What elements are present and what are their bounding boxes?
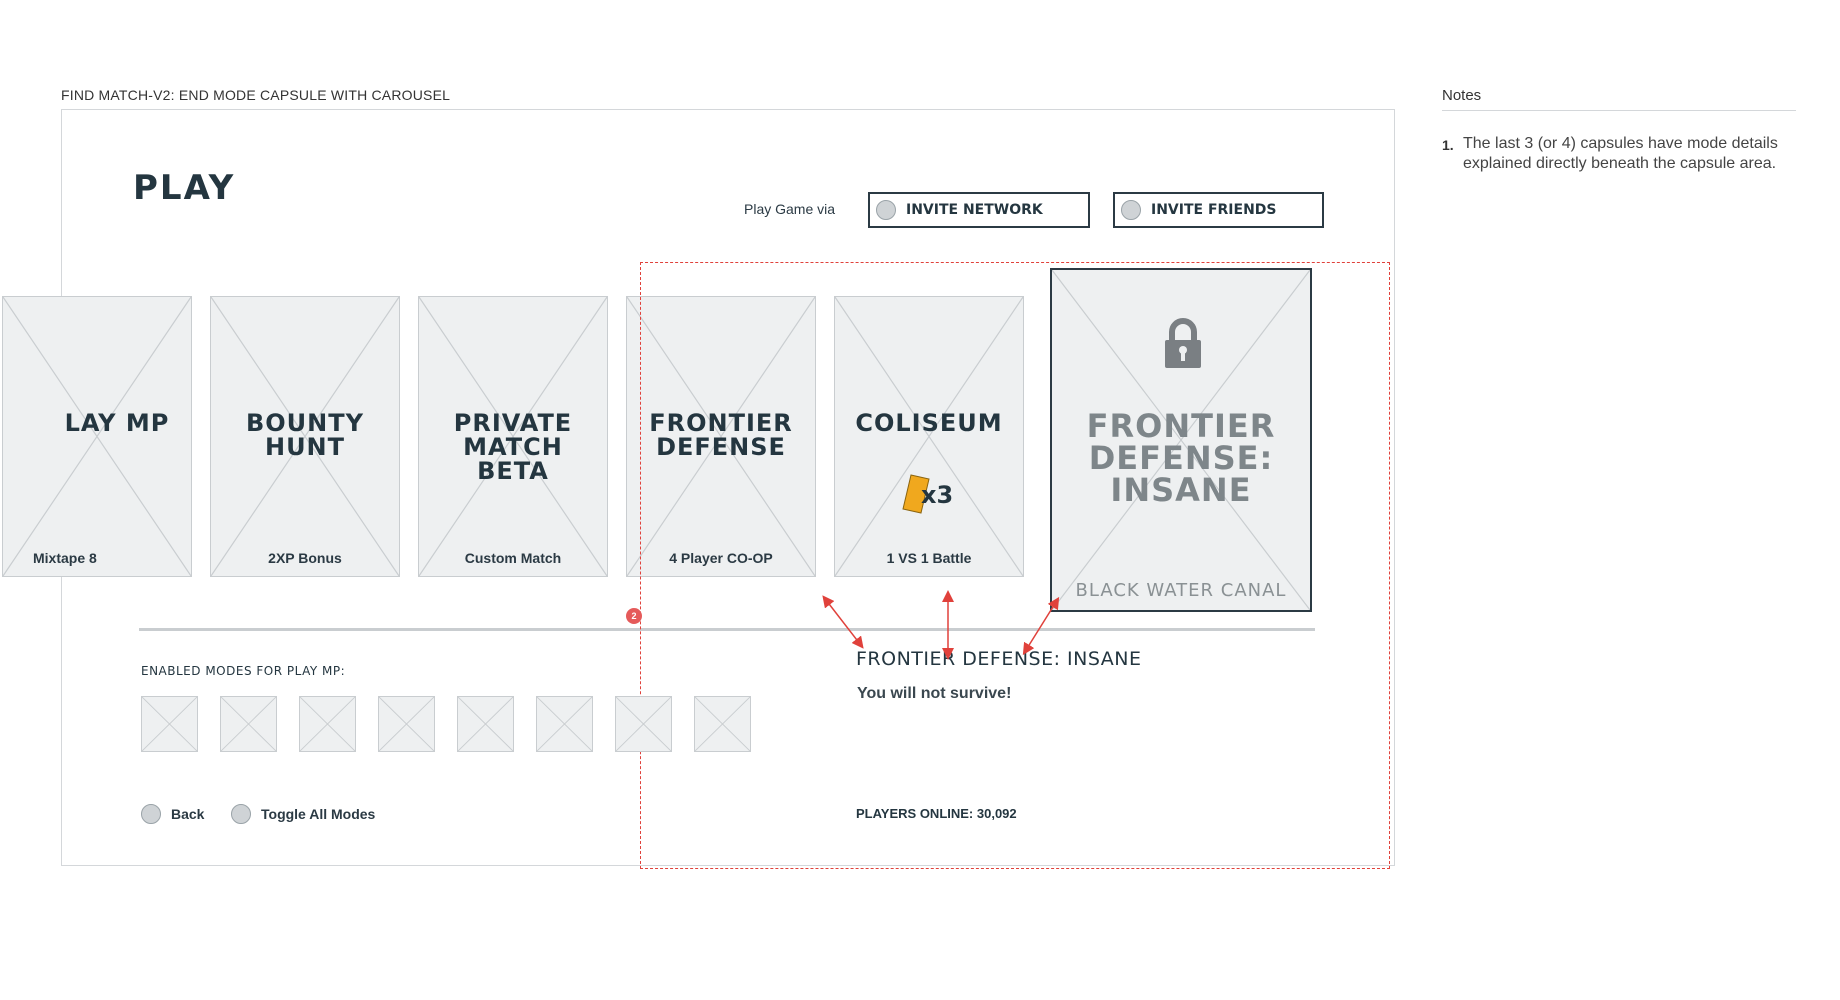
capsule-title: FRONTIER DEFENSE: INSANE (1086, 407, 1276, 509)
lock-icon (1165, 318, 1201, 368)
radio-icon (231, 804, 251, 824)
capsule-subtitle: 1 VS 1 Battle (886, 550, 972, 566)
mode-capsule-bounty-hunt[interactable]: BOUNTY HUNT 2XP Bonus (210, 296, 400, 577)
placeholder-x-icon (3, 297, 191, 576)
placeholder-x-icon (221, 697, 276, 751)
mode-thumbnail[interactable] (378, 696, 435, 752)
enabled-modes-label: ENABLED MODES FOR PLAY MP: (141, 664, 346, 678)
page-title: PLAY (133, 168, 236, 208)
ticket-icon (902, 474, 930, 514)
mode-thumbnail[interactable] (299, 696, 356, 752)
mode-capsule-frontier-defense[interactable]: FRONTIER DEFENSE 4 Player CO-OP (626, 296, 816, 577)
mode-capsule-coliseum[interactable]: COLISEUM x3 1 VS 1 Battle (834, 296, 1024, 577)
note-number: 1. (1442, 137, 1454, 153)
placeholder-x-icon (1052, 270, 1310, 610)
capsule-subtitle: BLACK WATER CANAL (1075, 580, 1287, 601)
capsule-title: LAY MP (64, 409, 170, 437)
mode-capsule-private-match[interactable]: PRIVATE MATCH BETA Custom Match (418, 296, 608, 577)
back-button[interactable]: Back (141, 804, 204, 824)
play-via-label: Play Game via (744, 201, 836, 217)
notes-title: Notes (1442, 87, 1482, 104)
toggle-all-modes-button[interactable]: Toggle All Modes (231, 804, 375, 824)
players-online: PLAYERS ONLINE: 30,092 (856, 806, 1017, 821)
capsule-subtitle: 2XP Bonus (268, 550, 342, 566)
placeholder-x-icon (300, 697, 355, 751)
radio-icon (1121, 200, 1141, 220)
placeholder-x-icon (835, 297, 1023, 576)
notes-divider (1442, 110, 1796, 111)
capsule-subtitle: Mixtape 8 (33, 550, 97, 566)
placeholder-x-icon (379, 697, 434, 751)
capsule-title: COLISEUM (855, 409, 1003, 437)
placeholder-x-icon (211, 297, 399, 576)
placeholder-x-icon (627, 297, 815, 576)
placeholder-x-icon (142, 697, 197, 751)
radio-icon (141, 804, 161, 824)
invite-network-label: INVITE NETWORK (906, 202, 1043, 218)
back-label: Back (171, 806, 205, 822)
placeholder-x-icon (616, 697, 671, 751)
mode-thumbnail[interactable] (694, 696, 751, 752)
invite-friends-label: INVITE FRIENDS (1151, 202, 1277, 218)
annotation-pin: 2 (626, 608, 642, 624)
placeholder-x-icon (458, 697, 513, 751)
mode-thumbnail[interactable] (141, 696, 198, 752)
placeholder-x-icon (419, 297, 607, 576)
mode-detail-name: FRONTIER DEFENSE: INSANE (856, 648, 1142, 670)
annotation-region (640, 262, 1390, 869)
toggle-all-modes-label: Toggle All Modes (261, 806, 376, 822)
invite-network-button[interactable]: INVITE NETWORK (868, 192, 1090, 228)
page-label: FIND MATCH-V2: END MODE CAPSULE WITH CAR… (61, 87, 451, 103)
mode-detail-description: You will not survive! (857, 685, 1012, 702)
capsule-title: PRIVATE MATCH BETA (453, 409, 573, 485)
carousel-divider (139, 628, 1315, 631)
placeholder-x-icon (537, 697, 592, 751)
invite-friends-button[interactable]: INVITE FRIENDS (1113, 192, 1324, 228)
mode-thumbnail[interactable] (220, 696, 277, 752)
capsule-subtitle: 4 Player CO-OP (669, 550, 773, 566)
mode-thumbnail[interactable] (536, 696, 593, 752)
mode-capsule-frontier-defense-insane[interactable]: FRONTIER DEFENSE: INSANE BLACK WATER CAN… (1050, 268, 1312, 612)
mode-thumbnail[interactable] (615, 696, 672, 752)
mode-thumbnail[interactable] (457, 696, 514, 752)
note-text: The last 3 (or 4) capsules have mode det… (1463, 135, 1778, 172)
placeholder-x-icon (695, 697, 750, 751)
capsule-subtitle: Custom Match (464, 550, 562, 566)
capsule-title: FRONTIER DEFENSE (649, 409, 793, 461)
mode-capsule-play-mp[interactable]: LAY MP Mixtape 8 (2, 296, 192, 577)
multiplier-badge: x3 (921, 481, 954, 509)
capsule-title: BOUNTY HUNT (245, 409, 365, 461)
radio-icon (876, 200, 896, 220)
